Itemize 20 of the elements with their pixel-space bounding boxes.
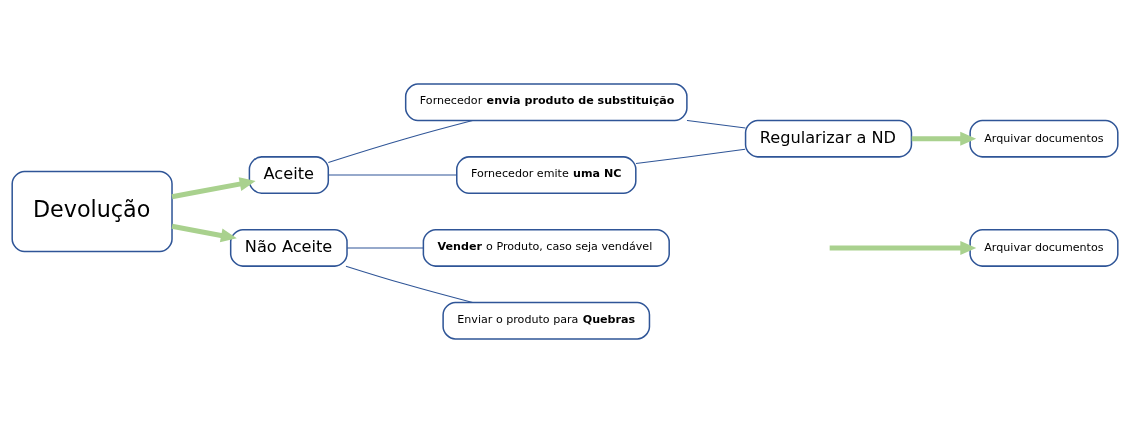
connector	[346, 247, 424, 249]
node-box: Enviar o produto para Quebras	[442, 301, 651, 340]
connector	[327, 119, 474, 163]
connector	[635, 148, 746, 165]
arrow	[829, 240, 977, 255]
node-box: Vender o Produto, caso seja vendável	[422, 228, 670, 267]
connector	[686, 119, 746, 129]
arrow	[171, 223, 237, 243]
arrow	[911, 131, 977, 146]
connector	[327, 174, 458, 176]
connector	[345, 265, 474, 304]
node-box: Devolução	[11, 170, 173, 253]
node-box: Não Aceite	[229, 228, 348, 267]
arrow	[171, 177, 256, 200]
node-box: Arquivar documentos	[969, 228, 1119, 267]
node-box: Fornecedor envia produto de substituição	[404, 83, 688, 122]
node-box: Aceite	[248, 156, 330, 195]
node-box: Fornecedor emite uma NC	[456, 156, 637, 195]
node-box: Arquivar documentos	[969, 119, 1119, 158]
node-box: Regularizar a ND	[744, 119, 913, 158]
